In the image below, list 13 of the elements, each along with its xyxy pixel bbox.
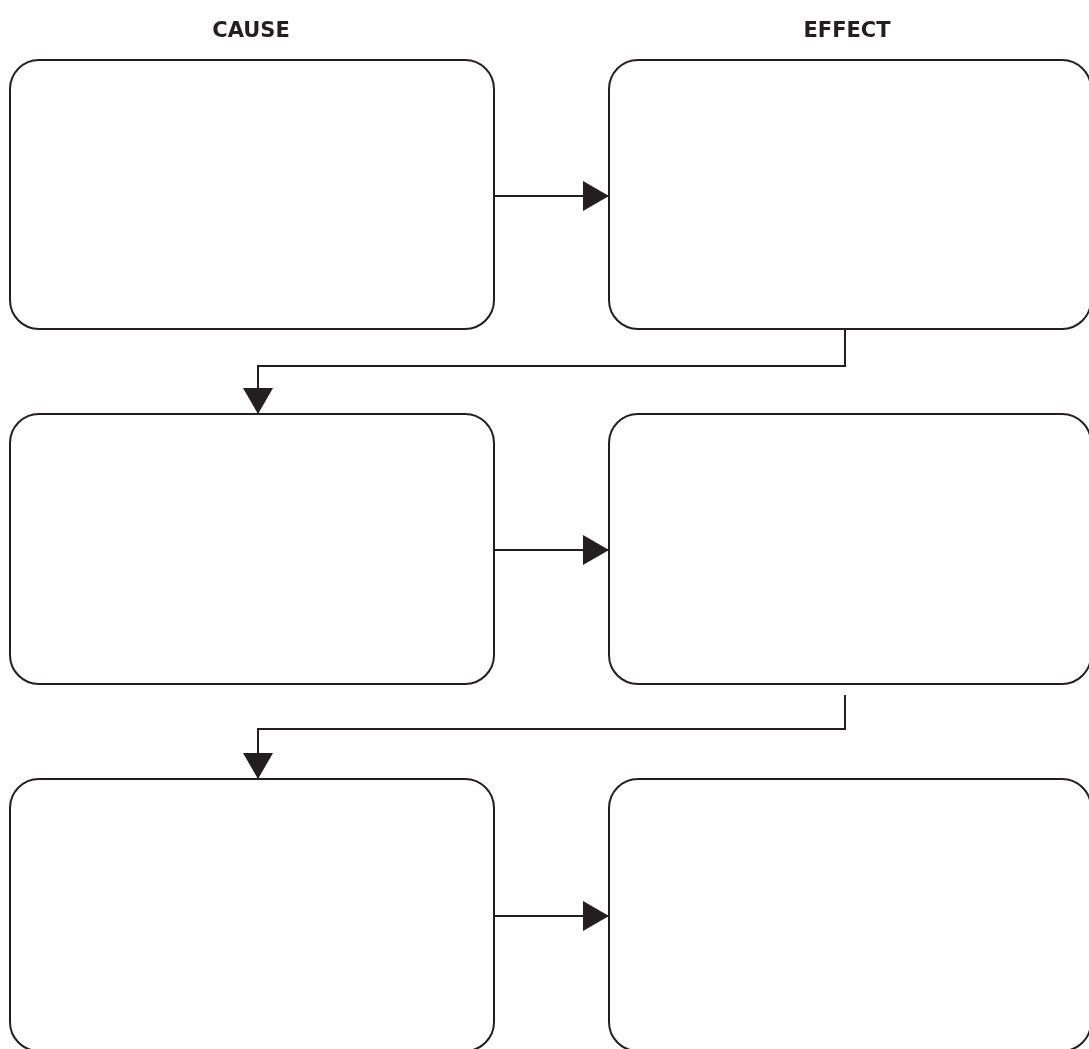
arrow	[494, 535, 609, 565]
arrow	[243, 329, 846, 414]
arrow	[494, 901, 609, 931]
blank-box	[608, 413, 1089, 685]
blank-box	[608, 778, 1089, 1049]
blank-box	[608, 59, 1089, 330]
column-heading: CAUSE	[212, 18, 290, 42]
blank-box	[9, 413, 495, 685]
blank-box	[9, 778, 495, 1049]
arrow	[243, 694, 846, 779]
blank-box	[9, 59, 495, 330]
column-heading: EFFECT	[803, 18, 891, 42]
arrow	[494, 181, 609, 211]
